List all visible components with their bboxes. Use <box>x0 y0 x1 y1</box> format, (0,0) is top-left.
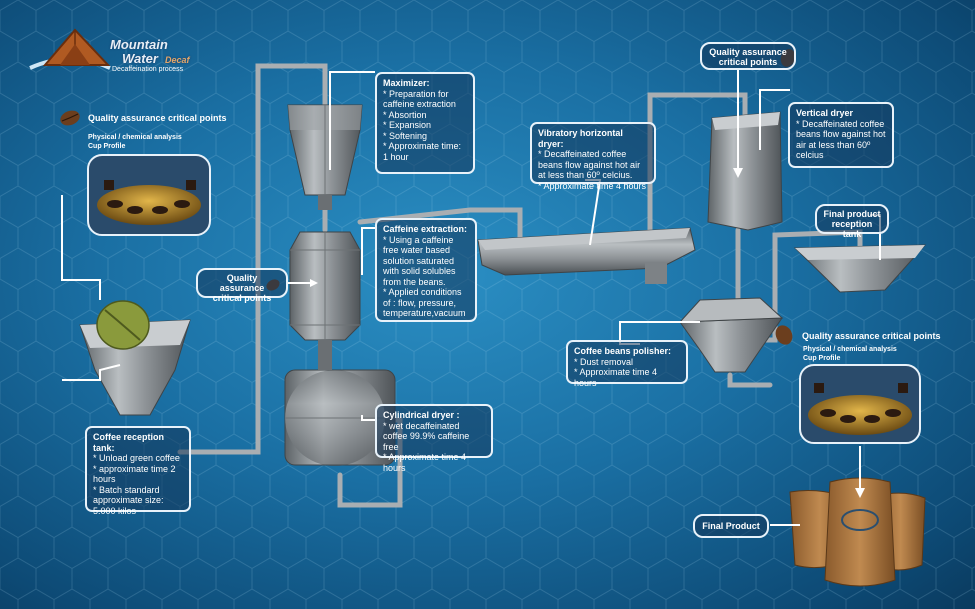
qa-top-left-sub1: Physical / chemical analysis <box>88 134 182 141</box>
logo-line2b: Decaf <box>165 55 190 65</box>
vertical-dryer-body: * Decaffeinated coffee beans flow agains… <box>796 118 886 161</box>
reception-tank-title: Coffee reception tank: <box>93 432 165 453</box>
reception-tank-body: * Unload green coffee * approximate time… <box>93 453 180 516</box>
cup-profile-photo-left <box>87 154 211 236</box>
final-tank <box>793 244 927 293</box>
vibratory-dryer-title: Vibratory horizontal dryer: <box>538 128 623 149</box>
qa-right-title: Quality assurance critical points <box>802 331 941 341</box>
maximizer-title: Maximizer: <box>383 78 430 88</box>
polisher-body: * Dust removal * Approximate time 4 hour… <box>574 356 658 388</box>
caffeine-extraction-box: Caffeine extraction: * Using a caffeine … <box>375 218 477 322</box>
final-product-callout: Final Product <box>693 514 769 538</box>
caffeine-extraction-title: Caffeine extraction: <box>383 224 468 234</box>
coffee-bean-icon-1 <box>60 110 80 126</box>
connector-lines <box>61 68 881 526</box>
extraction-vessel <box>289 231 361 352</box>
polisher-box: Coffee beans polisher: * Dust removal * … <box>566 340 688 388</box>
qa-right-sub2: Cup Profile <box>803 355 841 362</box>
cylindrical-dryer <box>284 352 396 466</box>
polisher-vessel <box>678 297 784 373</box>
qa-top-left-sub2: Cup Profile <box>88 143 126 150</box>
maximizer-vessel <box>287 104 363 210</box>
final-tank-callout: Final product reception tank <box>815 204 889 239</box>
reception-funnel <box>79 300 191 416</box>
cup-profile-photo-right <box>799 364 921 444</box>
cylindrical-dryer-box: Cylindrical dryer : * wet decaffeinated … <box>375 404 493 473</box>
caffeine-extraction-body: * Using a caffeine free water based solu… <box>383 234 466 319</box>
maximizer-box: Maximizer: * Preparation for caffeine ex… <box>375 72 475 174</box>
vibratory-dryer-box: Vibratory horizontal dryer: * Decaffeina… <box>530 122 656 191</box>
vertical-dryer-box: Vertical dryer * Decaffeinated coffee be… <box>788 102 894 168</box>
coffee-sacks <box>789 477 926 587</box>
qa-mid-callout: Quality assurance critical points <box>196 268 288 303</box>
qa-right-sub1: Physical / chemical analysis <box>803 346 897 353</box>
vibratory-dryer <box>477 227 696 284</box>
qa-top-left-title: Quality assurance critical points <box>88 113 227 123</box>
coffee-bean-icon-4 <box>775 325 793 345</box>
vertical-dryer <box>707 111 783 231</box>
maximizer-body: * Preparation for caffeine extraction * … <box>383 88 462 162</box>
logo-line1: Mountain <box>110 37 168 52</box>
cylindrical-dryer-title: Cylindrical dryer : <box>383 410 460 420</box>
polisher-title: Coffee beans polisher: <box>574 346 672 356</box>
qa-top-right-callout: Quality assurance critical points <box>700 42 796 70</box>
vibratory-dryer-body: * Decaffeinated coffee beans flow agains… <box>538 149 647 191</box>
logo-subtitle: Decaffeination process <box>112 66 184 73</box>
reception-tank-box: Coffee reception tank: * Unload green co… <box>85 426 191 516</box>
vertical-dryer-title: Vertical dryer <box>796 108 854 118</box>
logo-mountain-icon <box>29 28 111 70</box>
cylindrical-dryer-body: * wet decaffeinated coffee 99.9% caffein… <box>383 420 470 473</box>
logo-line2: Water <box>122 51 158 66</box>
